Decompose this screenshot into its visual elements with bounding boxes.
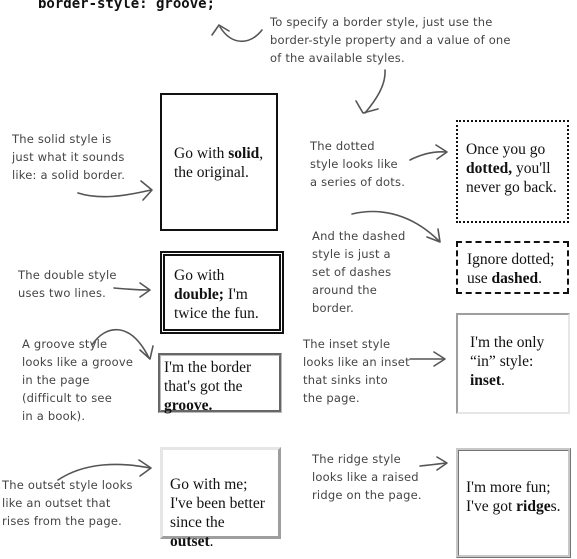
dashed-box-text-end: .	[538, 270, 542, 287]
note-solid: The solid style is just what it sounds l…	[12, 132, 126, 182]
groove-keyword: groove.	[164, 397, 213, 414]
double-box-text-end: I'm twice the fun.	[174, 286, 259, 322]
double-keyword: double;	[174, 286, 224, 303]
outset-keyword: outset	[170, 533, 210, 550]
arrow-intro-down-head	[355, 100, 379, 114]
arrow-outset	[57, 463, 151, 481]
arrow-outset-head	[138, 459, 152, 477]
arrow-double-head	[139, 282, 151, 298]
outset-border-box: Go with me; I've been better since the o…	[160, 447, 281, 550]
css-code-example: border-style: groove;	[38, 0, 216, 12]
groove-box-text: I'm the border that's got the	[164, 359, 252, 395]
note-outset: The outset style looks like an outset th…	[2, 478, 133, 528]
note-intro: To specify a border style, just use the …	[270, 15, 511, 65]
outset-box-text: Go with me; I've been better since the	[170, 476, 265, 531]
dashed-box-text: Ignore dotted; use	[467, 251, 555, 287]
arrow-solid-head	[140, 180, 153, 201]
arrow-ridge	[419, 462, 447, 467]
arrow-dotted	[409, 151, 447, 161]
arrow-dashed	[351, 210, 440, 242]
arrow-dashed-head	[426, 228, 441, 243]
ridge-border-box: I'm more fun; I've got ridges.	[456, 448, 571, 558]
arrow-ridge-head	[436, 456, 448, 471]
double-border-box: Go with double; I'm twice the fun.	[160, 251, 284, 334]
outset-box-text-end: .	[209, 533, 214, 550]
arrow-dotted-head	[435, 144, 448, 160]
solid-box-text-end: , the original.	[174, 145, 264, 181]
ridge-box-text-end: s.	[550, 498, 561, 515]
dashed-border-box: Ignore dotted; use dashed.	[456, 241, 569, 294]
dashed-keyword: dashed	[491, 270, 539, 287]
arrow-intro-to-code	[219, 26, 263, 43]
note-dashed: And the dashed style is just a set of da…	[312, 229, 406, 315]
solid-keyword: solid	[228, 145, 260, 162]
inset-box-text: I'm the only “in” style:	[470, 334, 545, 370]
arrow-double	[113, 287, 150, 291]
note-double: The double style uses two lines.	[18, 268, 117, 300]
solid-box-text: Go with	[174, 145, 229, 162]
dotted-box-text-end: you'll never go back.	[466, 160, 557, 196]
note-ridge: The ridge style looks like a raised ridg…	[312, 452, 422, 502]
arrow-inset-head	[433, 351, 446, 367]
arrow-groove-head	[139, 345, 154, 360]
note-dotted: The dotted style looks like a series of …	[310, 139, 406, 189]
double-box-text: Go with	[174, 267, 225, 284]
dotted-border-box: Once you go dotted, you'll never go back…	[456, 120, 569, 223]
ridge-keyword: ridge	[516, 498, 551, 515]
inset-border-box: I'm the only “in” style: inset.	[456, 313, 570, 414]
arrow-intro-to-code-head	[211, 24, 230, 36]
arrow-groove	[91, 328, 150, 359]
inset-box-text-end: .	[501, 372, 505, 389]
groove-border-box: I'm the border that's got the groove.	[158, 353, 282, 414]
inset-keyword: inset	[470, 372, 501, 389]
note-groove: A groove style looks like a groove in th…	[22, 337, 134, 423]
ridge-box-text: I'm more fun; I've got	[466, 479, 551, 515]
dotted-keyword: dotted,	[466, 160, 513, 177]
note-inset: The inset style looks like an inset that…	[303, 337, 410, 405]
arrow-solid	[77, 189, 152, 198]
dotted-box-text: Once you go	[466, 141, 546, 158]
solid-border-box: Go with solid, the original.	[160, 93, 278, 231]
arrow-intro-down	[364, 69, 386, 114]
